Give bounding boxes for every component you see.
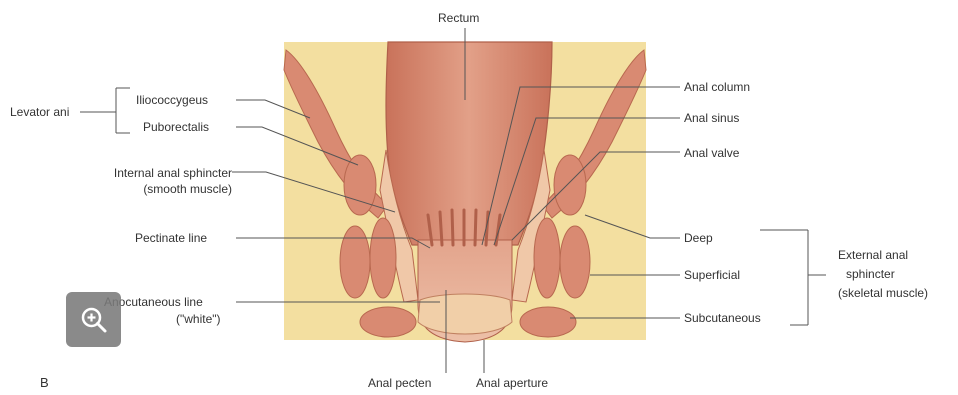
label-external-sphincter-3: (skeletal muscle): [838, 286, 928, 300]
label-pectinate-line: Pectinate line: [135, 231, 207, 245]
zoom-in-icon: [80, 306, 108, 334]
anal-aperture-lip: [418, 294, 512, 334]
label-external-sphincter-1: External anal: [838, 248, 908, 262]
figure-letter: B: [40, 376, 49, 390]
label-internal-sphincter-2: (smooth muscle): [60, 182, 232, 196]
label-superficial: Superficial: [684, 268, 740, 282]
zoom-button[interactable]: [66, 292, 121, 347]
label-external-sphincter-2: sphincter: [846, 267, 895, 281]
label-anal-aperture: Anal aperture: [476, 376, 548, 390]
label-anal-pecten: Anal pecten: [368, 376, 431, 390]
label-anal-column: Anal column: [684, 80, 750, 94]
label-rectum: Rectum: [438, 11, 479, 25]
label-levator-ani: Levator ani: [10, 105, 69, 119]
label-puborectalis: Puborectalis: [143, 120, 209, 134]
label-iliococcygeus: Iliococcygeus: [136, 93, 208, 107]
label-anal-valve: Anal valve: [684, 146, 739, 160]
label-deep: Deep: [684, 231, 713, 245]
label-subcutaneous: Subcutaneous: [684, 311, 761, 325]
label-internal-sphincter-1: Internal anal sphincter: [60, 166, 232, 180]
label-anocutaneous-2: ("white"): [176, 312, 221, 326]
label-anal-sinus: Anal sinus: [684, 111, 739, 125]
